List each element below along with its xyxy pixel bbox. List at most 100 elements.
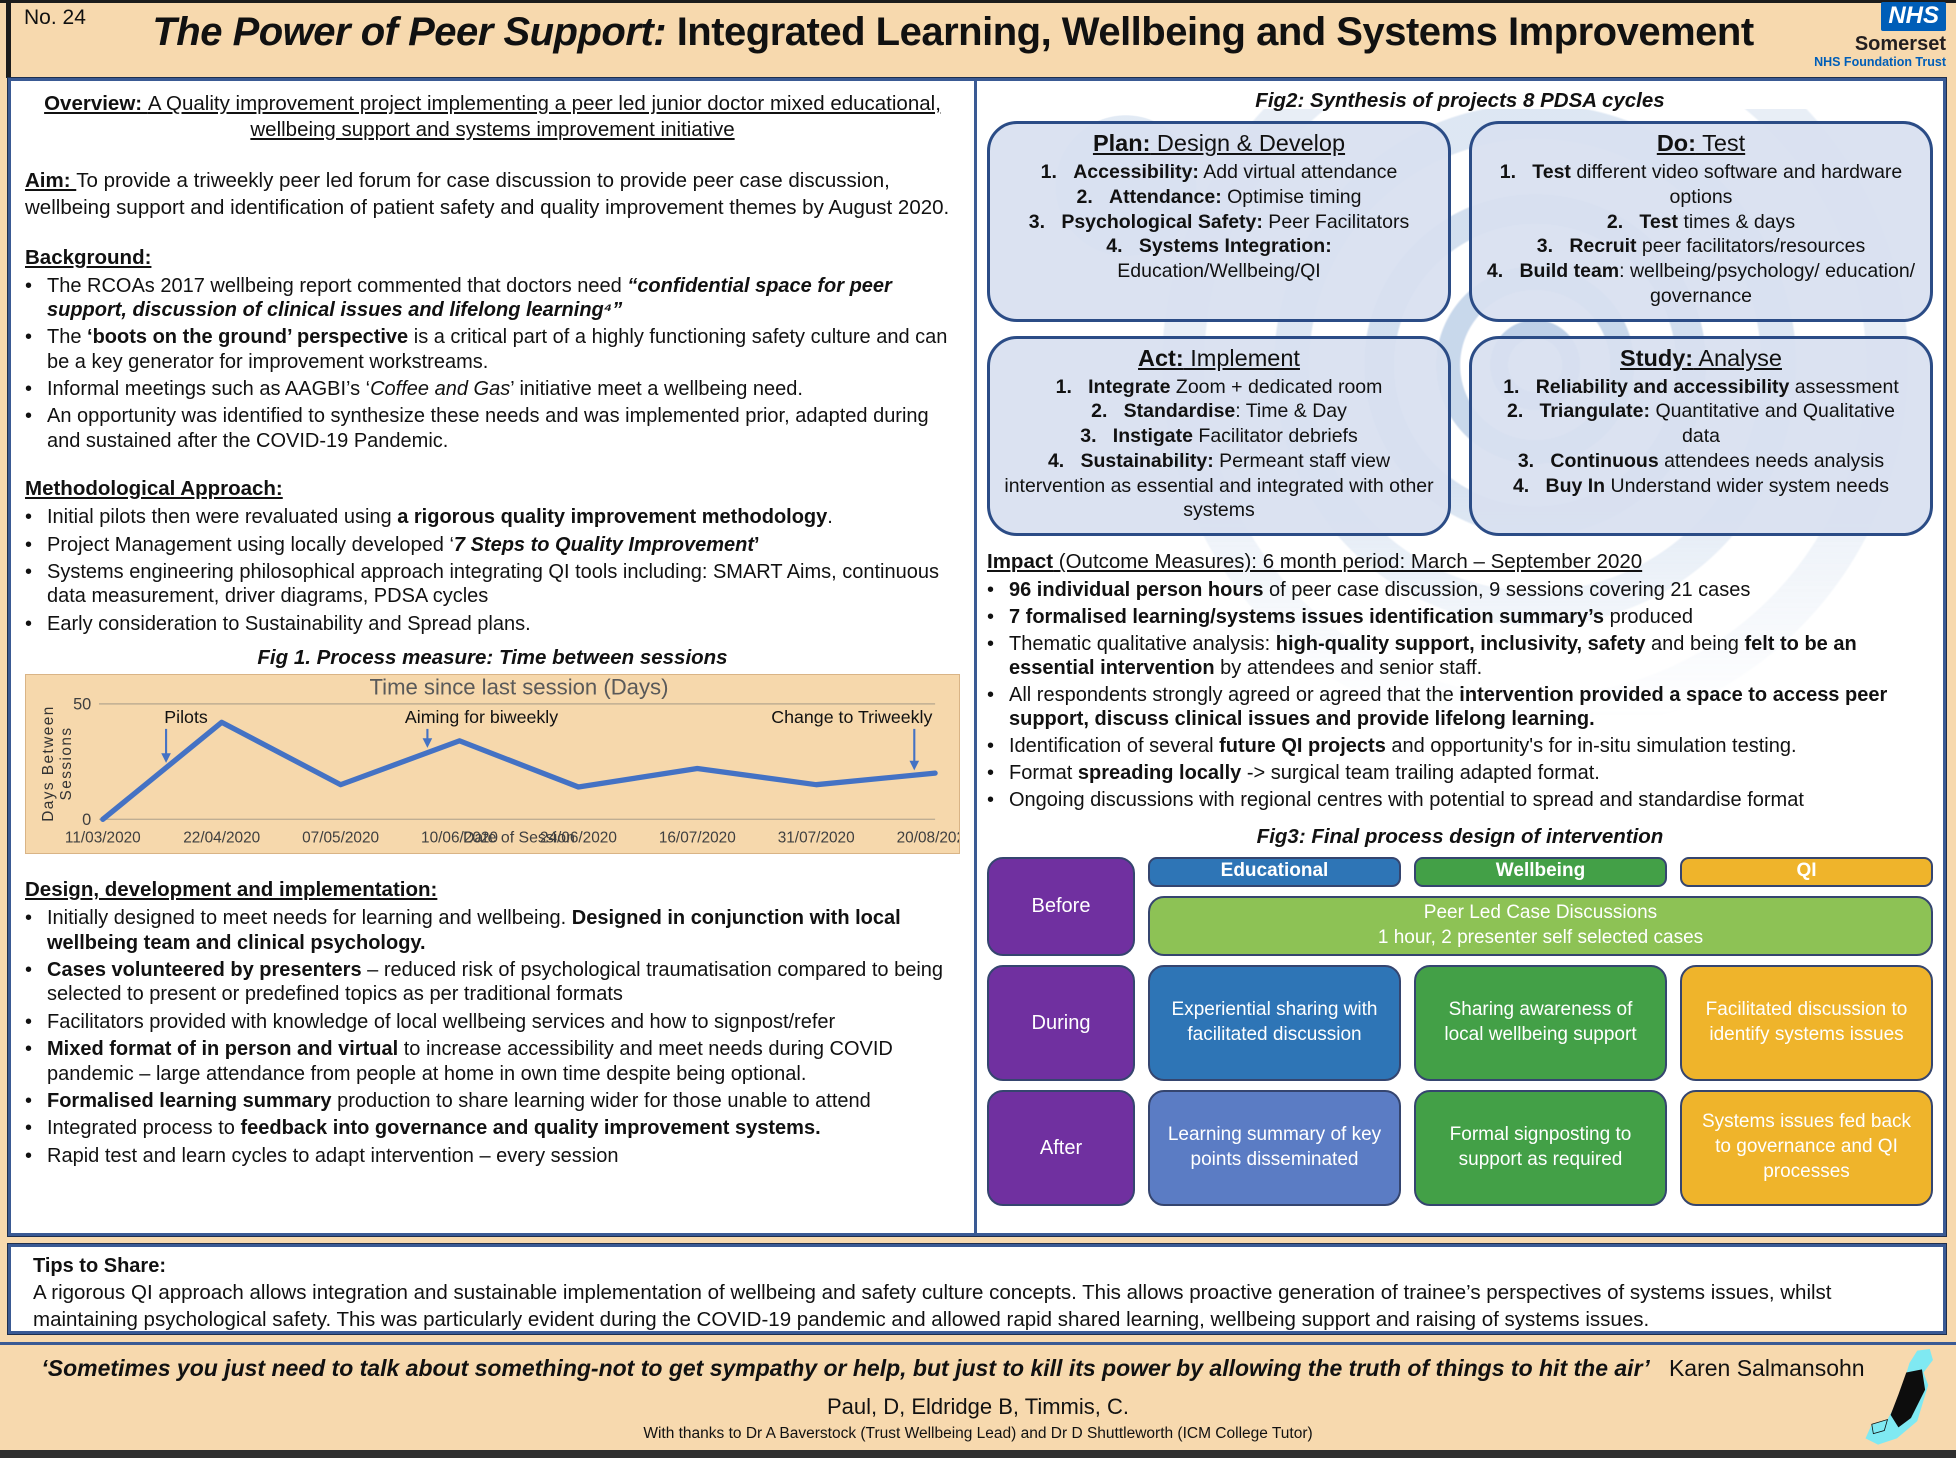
fig3-row-during: During (987, 964, 1135, 1081)
svg-text:10/06/2020: 10/06/2020 (421, 830, 498, 847)
bullet-item: •7 formalised learning/systems issues id… (987, 605, 1694, 628)
svg-text:31/07/2020: 31/07/2020 (778, 830, 855, 847)
poster-footer: ‘Sometimes you just need to talk about s… (0, 1342, 1956, 1450)
pdsa-box-do: Do: Test 1. Test different video software… (1469, 121, 1933, 322)
authors-line: Paul, D, Eldridge B, Timmis, C. (827, 1394, 1129, 1419)
fig3-after-cell-2: Systems issues fed back to governance an… (1680, 1089, 1933, 1206)
poster-header: No. 24 The Power of Peer Support: Integr… (0, 0, 1956, 78)
svg-text:Aiming for biweekly: Aiming for biweekly (405, 707, 558, 727)
pdsa-item: 1. Test different video software and har… (1499, 161, 1903, 208)
pdsa-grid: Plan: Design & Develop 1. Accessibility: … (987, 121, 1933, 536)
bullet-item: •Project Management using locally develo… (25, 533, 760, 556)
fig3-after-cell-0: Learning summary of key points dissemina… (1148, 1089, 1401, 1206)
fig3-col-header-educational: Educational (1148, 856, 1401, 887)
bullet-item: •Ongoing discussions with regional centr… (987, 789, 1804, 812)
poster-number: No. 24 (24, 6, 86, 29)
fig3-col-header-wellbeing: Wellbeing (1414, 856, 1667, 887)
svg-text:Sessions: Sessions (58, 727, 75, 801)
pdsa-item: 1. Accessibility: Add virtual attendance (1040, 161, 1398, 183)
bullet-item: •The ‘boots on the ground’ perspective i… (25, 326, 948, 373)
fig3-row-before: Before (987, 856, 1135, 956)
pdsa-title-act: Act: Implement (1138, 344, 1300, 371)
svg-text:22/04/2020: 22/04/2020 (183, 830, 260, 847)
method-heading: Methodological Approach: (25, 477, 283, 501)
bullet-item: •96 individual person hours of peer case… (987, 579, 1751, 601)
thanks-line: With thanks to Dr A Baverstock (Trust We… (643, 1425, 1313, 1442)
tips-panel: Tips to Share: A rigorous QI approach al… (8, 1244, 1946, 1334)
pdsa-item: 2. Standardise: Time & Day (1091, 400, 1347, 423)
svg-text:Days Between: Days Between (40, 706, 57, 822)
background-bullets: •The RCOAs 2017 wellbeing report comment… (25, 274, 960, 454)
bullet-item: •Rapid test and learn cycles to adapt in… (25, 1144, 619, 1167)
fig2-caption: Fig2: Synthesis of projects 8 PDSA cycle… (1255, 89, 1665, 112)
pdsa-item: 4. Build team: wellbeing/psychology/ edu… (1486, 260, 1916, 307)
fig3-row-after: After (987, 1089, 1135, 1206)
pdsa-item: 2. Triangulate: Quantitative and Qualita… (1506, 400, 1896, 447)
fig1-chart: 0 50 Time since last session (Days) Days Be… (25, 674, 960, 855)
svg-text:07/05/2020: 07/05/2020 (302, 830, 379, 847)
svg-text:16/07/2020: 16/07/2020 (659, 830, 736, 847)
pdsa-title-plan: Plan: Design & Develop (1092, 130, 1346, 156)
poster-title-rest: Integrated Learning, Wellbeing and Syste… (676, 10, 1754, 54)
bullet-item: •Systems engineering philosophical appro… (25, 561, 939, 608)
right-column: Fig2: Synthesis of projects 8 PDSA cycle… (977, 81, 1943, 1233)
pdsa-item: 3. Instigate Facilitator debriefs (1080, 425, 1358, 447)
bullet-item: •The RCOAs 2017 wellbeing report comment… (25, 274, 892, 321)
svg-text:0: 0 (82, 811, 91, 829)
pdsa-item: 1. Reliability and accessibility assessm… (1503, 375, 1899, 398)
bullet-item: •All respondents strongly agreed or agre… (987, 684, 1888, 731)
pdsa-title-do: Do: Test (1656, 130, 1746, 156)
overview-text: Overview: A Quality improvement project … (44, 92, 941, 141)
bullet-item: •Cases volunteered by presenters – reduc… (25, 959, 944, 1006)
svg-text:Time since last session (Days): Time since last session (Days) (369, 675, 668, 699)
fig3-during-cell-1: Sharing awareness of local wellbeing sup… (1414, 964, 1667, 1081)
pdsa-title-study: Study: Analyse (1620, 344, 1782, 371)
design-heading: Design, development and implementation: (25, 878, 438, 902)
tips-heading: Tips to Share: (33, 1255, 166, 1277)
bullet-item: •Mixed format of in person and virtual t… (25, 1038, 893, 1085)
bullet-item: •Thematic qualitative analysis: high-qua… (987, 632, 1857, 680)
bullet-item: •Format spreading locally -> surgical te… (987, 762, 1600, 785)
trust-type: NHS Foundation Trust (1814, 55, 1946, 70)
fig3-after-cell-1: Formal signposting to support as require… (1414, 1089, 1667, 1206)
aim-text: Aim: To provide a triweekly peer led for… (25, 169, 950, 219)
pdsa-item: 4. Sustainability: Permeant staff view i… (1004, 449, 1434, 522)
trust-name: Somerset (1854, 33, 1946, 56)
bullet-item: •Informal meetings such as AAGBI’s ‘Coff… (25, 378, 803, 401)
method-bullets: •Initial pilots then were revaluated usi… (25, 505, 960, 636)
svg-text:20/08/2020: 20/08/2020 (897, 830, 959, 847)
pdsa-box-study: Study: Analyse 1. Reliability and accessi… (1469, 335, 1933, 536)
bullet-item: •Identification of several future QI pro… (987, 735, 1797, 758)
svg-text:50: 50 (73, 696, 91, 714)
design-bullets: •Initially designed to meet needs for le… (25, 906, 960, 1168)
bullet-item: •Initial pilots then were revaluated usi… (25, 506, 833, 529)
nhs-logo-icon: NHS (1881, 2, 1946, 32)
fig3-during-cell-0: Experiential sharing with facilitated di… (1148, 964, 1401, 1081)
bullet-item: •Early consideration to Sustainability a… (25, 612, 531, 635)
bullet-item: •Facilitators provided with knowledge of… (25, 1010, 836, 1033)
svg-text:24/06/2020: 24/06/2020 (540, 830, 617, 847)
left-border-line (6, 0, 11, 78)
quote-line: ‘Sometimes you just need to talk about s… (41, 1355, 1865, 1381)
fig3-process-grid: Before Educational Wellbeing QI Peer Led Cas… (987, 856, 1933, 1206)
fig3-col-header-qi: QI (1680, 856, 1933, 887)
somerset-map-icon (1865, 1349, 1933, 1445)
fig1-caption: Fig 1. Process measure: Time between ses… (257, 646, 728, 670)
main-panel: Overview: A Quality improvement project … (8, 78, 1946, 1236)
fig3-caption: Fig3: Final process design of interventi… (1256, 824, 1664, 848)
left-column: Overview: A Quality improvement project … (11, 81, 977, 1233)
top-border-line (0, 0, 1956, 3)
impact-bullets: •96 individual person hours of peer case… (987, 578, 1933, 813)
pdsa-item: 4. Buy In Understand wider system needs (1512, 474, 1890, 497)
pdsa-box-plan: Plan: Design & Develop 1. Accessibility: … (987, 121, 1451, 322)
fig1-line-chart: 0 50 Time since last session (Days) Days Be… (40, 675, 959, 847)
background-heading: Background: (25, 245, 152, 269)
impact-heading: Impact (Outcome Measures): 6 month perio… (987, 550, 1643, 573)
svg-text:Date of Session: Date of Session (463, 830, 575, 847)
tips-text: A rigorous QI approach allows integratio… (33, 1281, 1832, 1331)
svg-text:Pilots: Pilots (164, 707, 208, 727)
bullet-item: •Integrated process to feedback into gov… (25, 1117, 821, 1140)
